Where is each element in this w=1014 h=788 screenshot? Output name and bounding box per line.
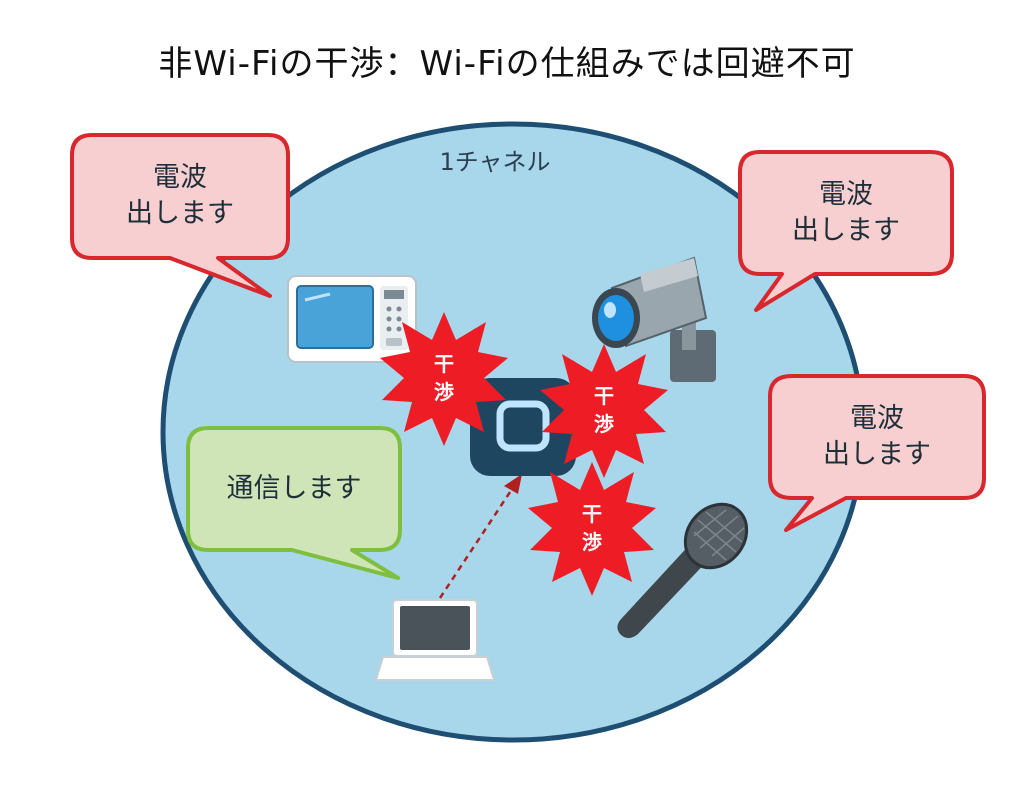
interference-label-1: 干 渉 (424, 350, 464, 406)
bubble-line-1: 電波 (153, 162, 207, 193)
interference-char-1: 干 (582, 502, 602, 526)
interference-char-1: 干 (594, 384, 614, 408)
bubble-text-microphone: 電波 出します (778, 401, 976, 473)
page-title: 非Wi-Fiの干渉：Wi-Fiの仕組みでは回避不可 (158, 44, 856, 84)
bubble-text-camera: 電波 出します (748, 177, 944, 249)
bubble-text-laptop: 通信します (226, 473, 362, 504)
bubble-line-2: 出します (126, 198, 234, 229)
microwave-icon (287, 275, 417, 363)
bubble-text-microwave: 電波 出します (80, 160, 280, 232)
speech-bubble-microwave (70, 133, 290, 298)
communication-arrow (438, 485, 516, 599)
access-point-icon (470, 378, 576, 476)
bubble-line-1: 電波 (850, 403, 904, 434)
interference-char-2: 渉 (594, 412, 614, 436)
interference-char-2: 渉 (582, 530, 602, 554)
interference-label-2: 干 渉 (584, 382, 624, 438)
communication-arrowhead (504, 474, 522, 494)
speech-bubble-camera (738, 150, 954, 312)
interference-char-1: 干 (434, 352, 454, 376)
security-camera-icon (592, 256, 716, 382)
microphone-icon (617, 502, 749, 638)
bubble-line-2: 出します (792, 215, 900, 246)
speech-bubble-microphone (768, 374, 986, 532)
interference-burst-3 (528, 462, 656, 596)
interference-char-2: 渉 (434, 380, 454, 404)
interference-burst-2 (540, 344, 668, 478)
laptop-icon (374, 599, 496, 681)
interference-burst-1 (380, 312, 508, 446)
channel-label: 1チャネル (439, 148, 551, 176)
bubble-line-2: 出します (823, 439, 931, 470)
bubble-line-1: 電波 (819, 179, 873, 210)
interference-label-3: 干 渉 (572, 500, 612, 556)
speech-bubble-laptop (186, 426, 402, 580)
